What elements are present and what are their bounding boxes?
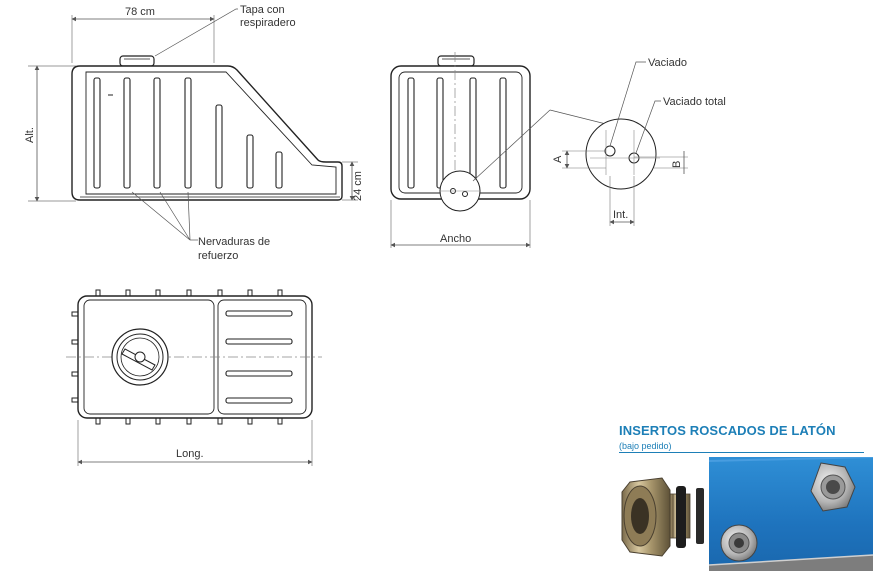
ancho-label: Ancho [440,233,471,245]
width-78-label: 78 cm [125,6,155,18]
vaciado-label: Vaciado [648,57,687,69]
side-ribs [93,77,283,189]
vaciado-total-label: Vaciado total [663,96,726,108]
tapa-label-line2: respiradero [240,17,296,29]
side-view: 78 cm Tapa con respiradero Alt. [24,4,364,262]
inserts-title: INSERTOS ROSCADOS DE LATÓN [619,423,836,438]
long-label: Long. [176,448,204,460]
tank-insert-photo [709,457,873,571]
drain-detail: Vaciado Vaciado total A B Int. [552,57,726,226]
top-ribs [225,310,293,404]
tapa-leader-line [154,8,238,57]
b-label: B [671,161,683,168]
side-tank-outline [71,65,343,201]
nervaduras-label-line2: refuerzo [198,250,238,262]
detail-circle [585,118,657,190]
front-cap [437,55,475,67]
nervaduras-leaders [131,191,198,241]
int-label: Int. [613,209,628,221]
front-ribs [407,77,507,189]
vaciado-hole [604,145,616,157]
tapa-label-line1: Tapa con [240,4,285,16]
nervaduras-label-line1: Nervaduras de [198,236,270,248]
side-cap [119,55,155,67]
inserts-subtitle: (bajo pedido) [619,441,864,453]
brass-insert-photo [612,468,708,564]
h24-label: 24 cm [352,171,364,201]
front-view: Ancho [390,52,607,248]
alt-label: Alt. [24,127,36,143]
top-cap [111,328,169,386]
top-view: Long. [66,289,322,466]
a-label: A [552,155,564,163]
